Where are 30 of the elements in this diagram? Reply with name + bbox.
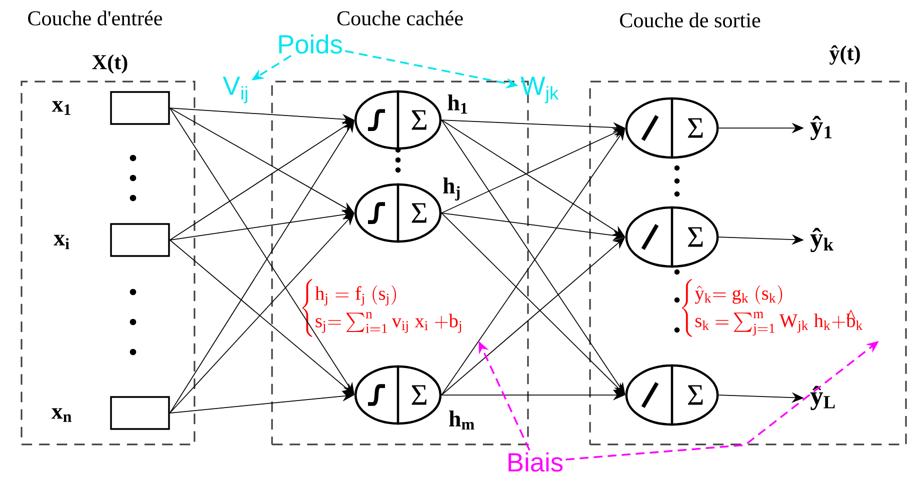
layer-label: X(t)	[92, 54, 128, 74]
neuron: Σ	[354, 365, 442, 425]
output-label: ŷ$_{1}$	[810, 116, 832, 140]
neuron: Σ	[625, 97, 719, 159]
output-label: ŷ$_{k}$	[810, 228, 834, 252]
node-label: h$_{m}$	[449, 410, 474, 430]
annotation-label: Poids	[279, 34, 342, 54]
weight-label: W$_{jk}$	[520, 76, 559, 104]
neuron: Σ	[625, 364, 719, 426]
node-label: x$_{1}$	[52, 101, 70, 115]
neuron: Σ	[354, 183, 442, 243]
neuron: Σ	[354, 90, 442, 150]
layer-box	[589, 12, 907, 446]
layer-heading: Couche d'entrée	[28, 10, 162, 26]
output-label: ŷ$_{L}$	[810, 386, 835, 410]
layer-heading: Couche de sortie	[620, 12, 760, 28]
weight-label: V$_{ij}$	[222, 76, 248, 104]
node-label: x$_{i}$	[54, 234, 70, 250]
node-label: h$_{j}$	[443, 177, 460, 201]
node-label: h$_{1}$	[448, 94, 468, 114]
neuron: Σ	[625, 206, 719, 268]
layer-heading: Couche cachée	[337, 10, 463, 26]
layer-label: ŷ(t)	[829, 45, 860, 65]
layer-box	[20, 10, 196, 446]
bias-label: Biais	[508, 452, 563, 472]
arrow	[169, 213, 354, 414]
node-label: x$_{n}$	[52, 408, 72, 422]
equation: $\begin{cases} \hat{\mathrm{y}}_\mathrm{k}{=}\ \mathrm{g_k\ (s_k)} \\ \mathrm{s_k\ {=}\sum_{j=1}^{m} W_{jk}\ h_k{+}\hat{b}_k} \end{cases}$	[682, 279, 863, 337]
equation: $\begin{cases} \mathrm{h_j = f_j\ (s_j)} \\ \mathrm{s_j{=}\sum_{i=1}^{n} v_{ij}\ x_i\ {+}b_j} \end{cases}$	[302, 279, 462, 337]
arrow	[169, 240, 354, 395]
